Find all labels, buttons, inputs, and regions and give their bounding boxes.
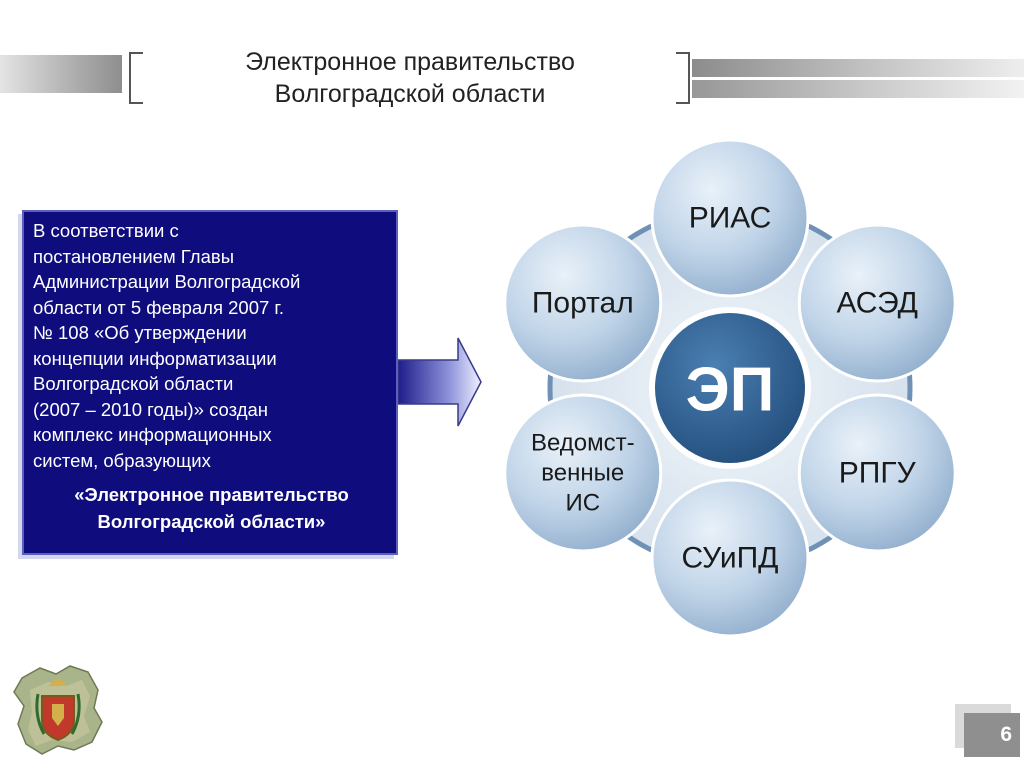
page-number: 6 [964,713,1020,757]
satellite-label: ИС [565,490,600,517]
info-text-line: Волгоградской области [33,373,234,394]
center-node: ЭП [649,307,811,469]
info-text-line: области от 5 февраля 2007 г. [33,296,285,318]
satellite-node: АСЭД [797,223,957,383]
info-emphasis-line: Волгоградской области» [97,511,326,532]
satellite-label: Ведомст- [531,430,635,457]
satellite-label: РИАС [689,202,772,235]
info-text-line: Администрации Волгоградской [33,271,301,292]
satellite-circle [797,393,957,553]
info-text-line: комплекс информационных [33,424,272,445]
satellite-circle [503,223,663,383]
info-emphasis: «Электронное правительство Волгоградской… [33,481,390,535]
slide-title: Электронное правительство Волгоградской … [150,46,670,110]
slide-title-line: Волгоградской области [274,80,546,108]
info-text-line: систем, образующих [33,449,211,471]
satellite-label: АСЭД [836,287,918,320]
satellite-node: РИАС [650,138,810,298]
title-bracket-right [676,52,690,104]
info-emphasis-line: «Электронное правительство [74,484,349,505]
center-label: ЭП [686,356,775,425]
satellite-label: Портал [532,287,634,320]
center-circle [649,307,811,469]
info-text-line: (2007 – 2010 годы)» создан [33,398,268,420]
satellite-node: СУиПД [650,478,810,638]
info-text-line: концепции информатизации [33,347,277,369]
header-bar-left [0,55,122,93]
satellite-circle [503,393,663,553]
page-number-label: 6 [1000,723,1012,746]
satellite-label: РПГУ [839,457,917,490]
satellite-circle [650,478,810,638]
info-text-box: В соответствии с постановлением Главы Ад… [22,210,398,555]
satellite-circle [797,223,957,383]
arrow-right-icon [398,337,482,427]
info-text-line: № 108 «Об утверждении [33,322,247,343]
satellite-node: Портал [503,223,663,383]
header-bar-right-bottom [692,80,1024,98]
title-bracket-left [129,52,143,104]
satellite-circle [650,138,810,298]
slide-title-line: Электронное правительство [245,48,575,76]
satellite-node: РПГУ [797,393,957,553]
volgograd-region-emblem-icon [13,665,103,755]
satellite-label: венные [541,460,624,487]
info-text-line: постановлением Главы [33,245,234,267]
satellite-label: СУиПД [681,542,778,575]
header-bar-right-top [692,59,1024,77]
info-text-line: В соответствии с [33,220,179,241]
